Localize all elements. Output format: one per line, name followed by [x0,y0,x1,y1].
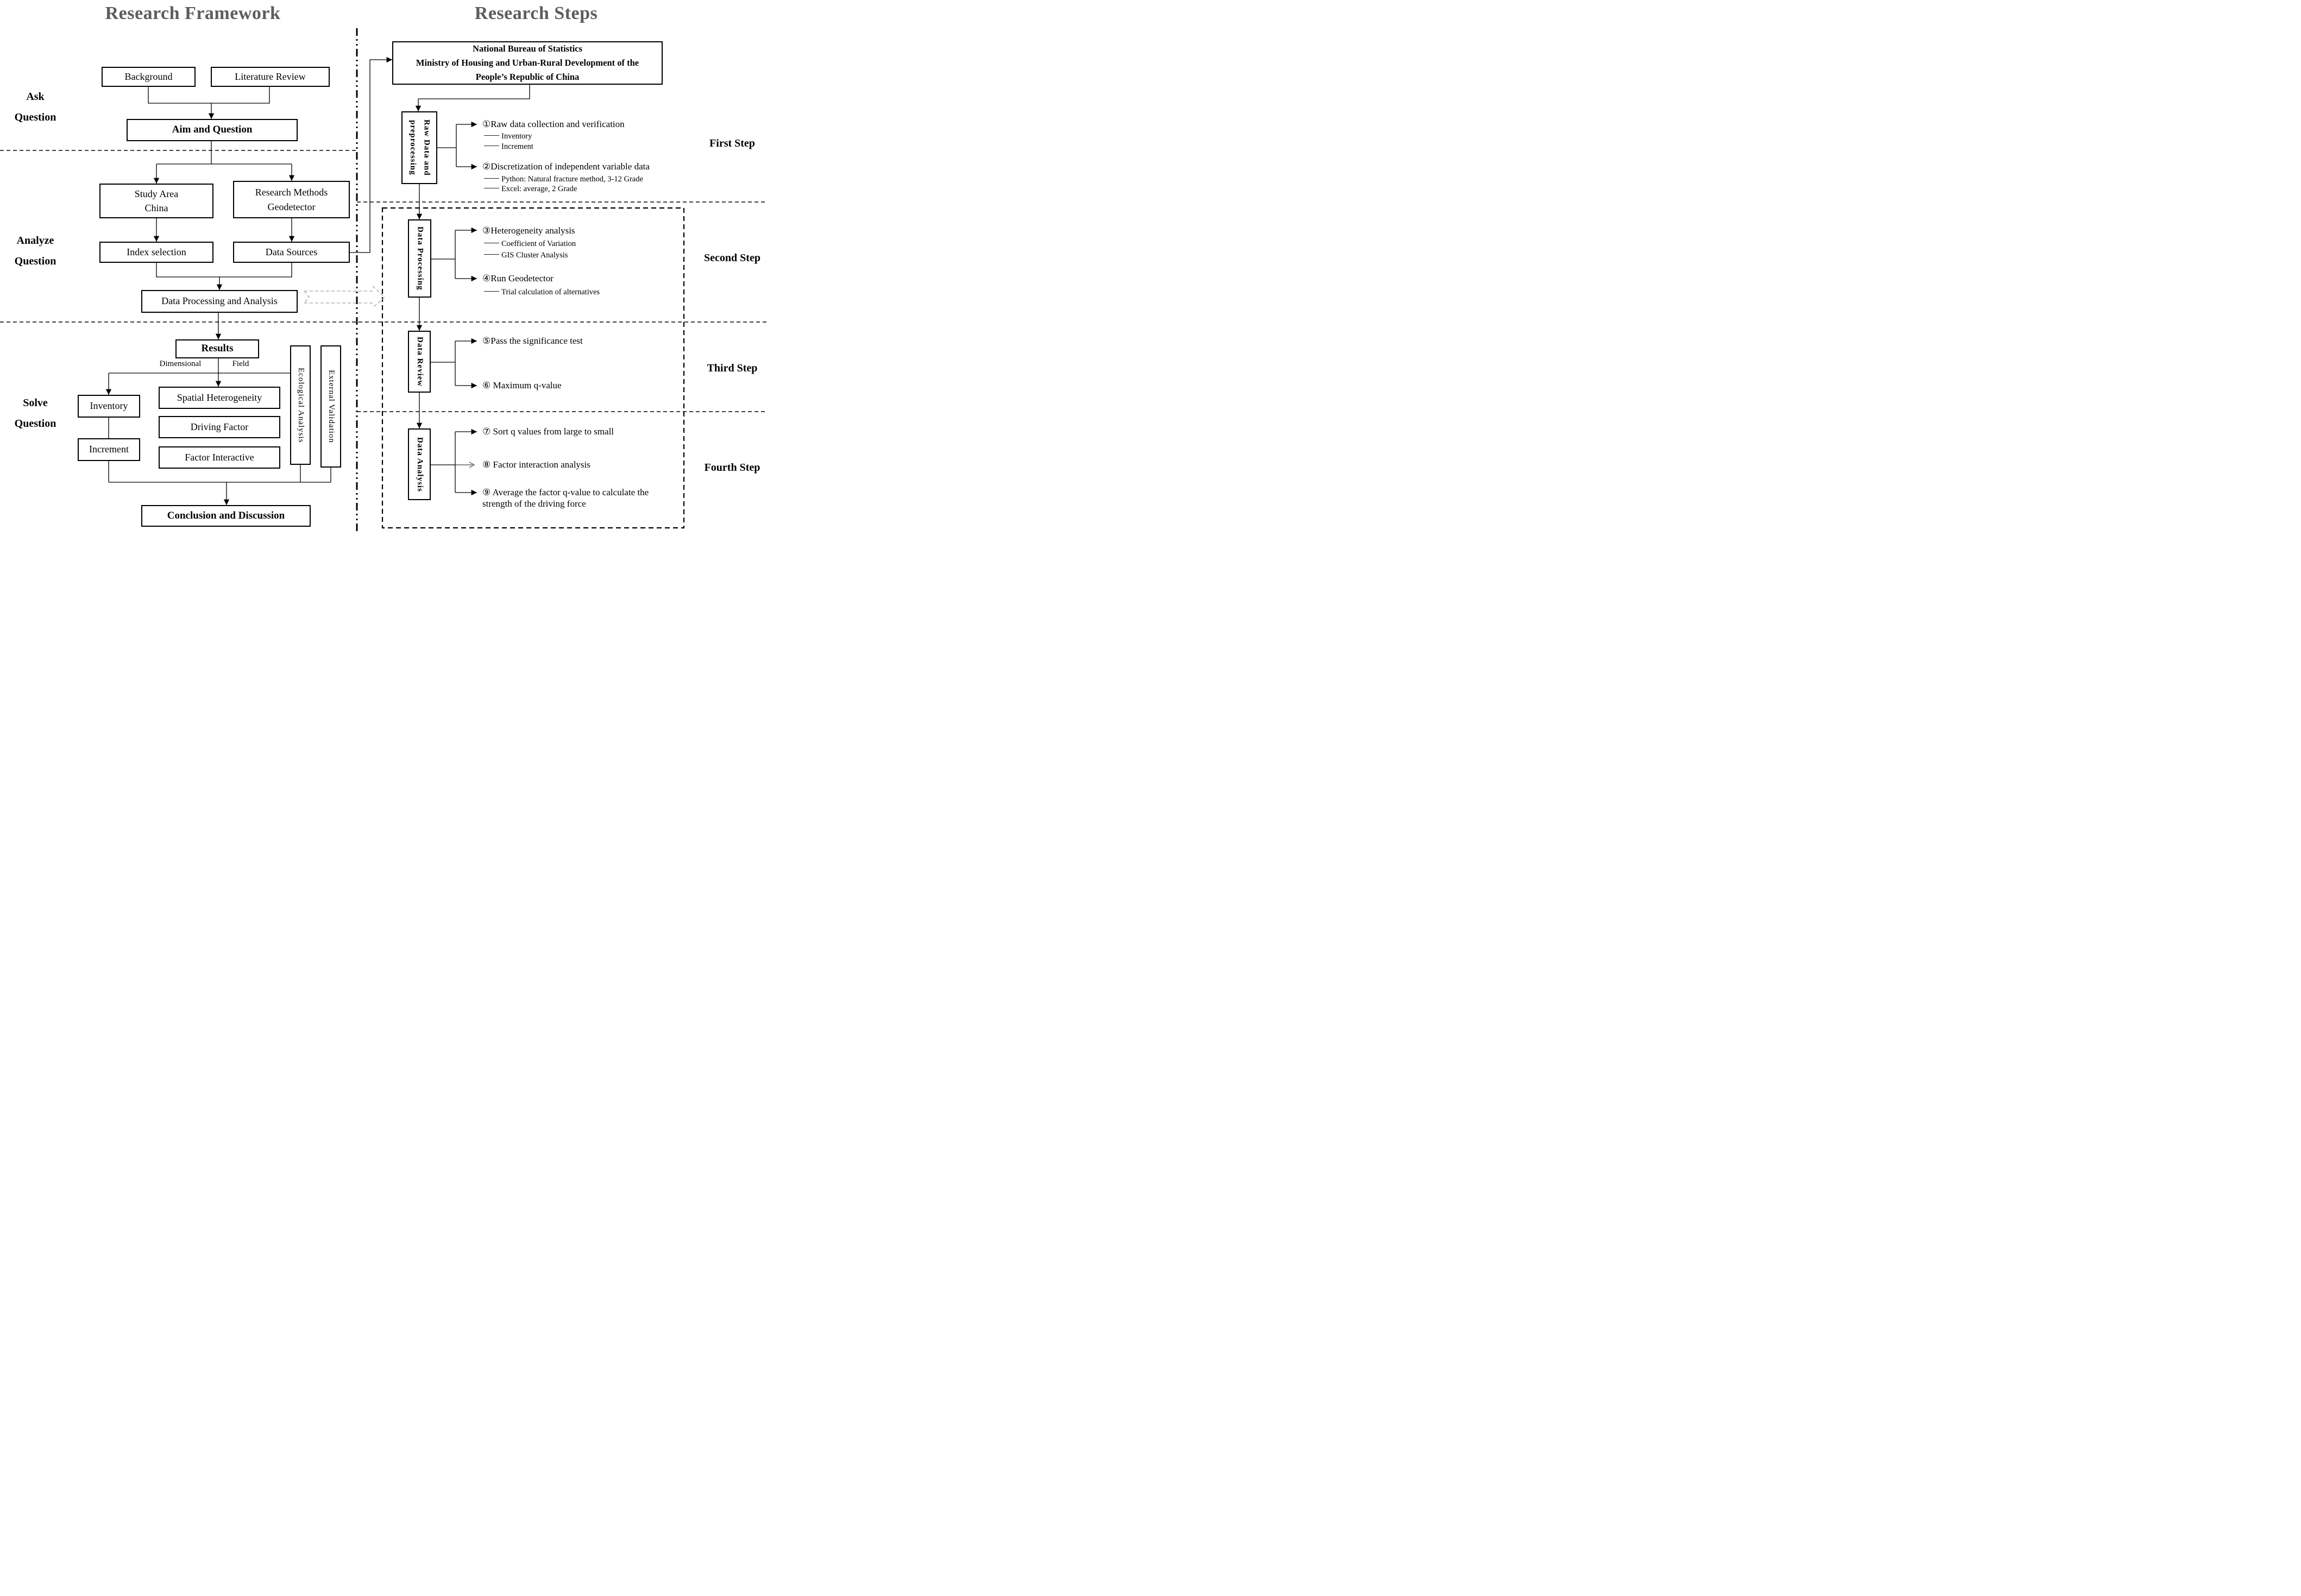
data-sources-to-source-box-connector [350,56,392,253]
phase-ask-line-2: Question [14,111,56,123]
box-data-processing-and-analysis: Data Processing and Analysis [141,290,298,313]
phase-label-solve-question: Solve Question [5,393,65,434]
phase-label-ask-question: Ask Question [5,86,65,128]
step-item-1-sub-0: Inventory [484,131,532,141]
phase-ask-line-1: Ask [26,91,45,103]
branch-label-field: Field [232,359,249,368]
box-factor-interactive: Factor Interactive [159,446,280,469]
phase-analyze-line-2: Question [14,255,56,267]
box-data-source-agencies: National Bureau of Statistics Ministry o… [392,41,663,85]
framework-title: Research Framework [105,3,281,23]
step-label-third: Third Step [707,362,758,374]
source-box-line-3: People’s Republic of China [475,72,580,83]
box-spatial-heterogeneity: Spatial Heterogeneity [159,387,280,409]
steps-title: Research Steps [474,3,598,23]
step-item-2-sub-1: Excel: average, 2 Grade [484,184,577,194]
source-box-line-1: National Bureau of Statistics [473,43,582,54]
step-item-9-line-2: strength of the driving force [482,499,586,509]
raw-data-line-1: Raw Data and [422,119,431,176]
phase-solve-line-2: Question [14,418,56,430]
box-increment: Increment [78,438,140,461]
box-study-area-line-1: Study Area [134,188,179,199]
box-data-review: Data Review [408,331,431,393]
box-ecological-analysis: Ecological Analysis [290,345,311,465]
box-data-analysis: Data Analysis [408,428,431,500]
step-item-6: ⑥ Maximum q-value [482,380,562,390]
open-chevron-arrow-item8 [455,462,475,468]
step-item-9: ⑨ Average the factor q-value to calculat… [482,487,649,509]
box-external-validation: External Validation [320,345,341,468]
box-data-processing: Data Processing [408,219,431,298]
box-driving-factor: Driving Factor [159,416,280,438]
step-item-2-sub-0: Python: Natural fracture method, 3-12 Gr… [484,174,643,184]
branch-label-dimensional: Dimensional [159,359,202,368]
source-box-line-2: Ministry of Housing and Urban-Rural Deve… [416,57,639,68]
step-item-3-sub-1: GIS Cluster Analysis [484,250,568,260]
box-index-selection: Index selection [99,242,213,263]
step-label-first: First Step [709,137,755,149]
box-study-area-line-2: China [144,203,168,213]
step-item-5: ⑤Pass the significance test [482,336,583,346]
ghost-arrow [304,286,386,308]
box-raw-data-preprocessing: Raw Data and preprocessing [401,111,437,184]
phase-label-analyze-question: Analyze Question [5,230,65,272]
steps-connectors [415,85,530,496]
box-research-methods-line-1: Research Methods [255,187,328,198]
step-item-9-line-1: ⑨ Average the factor q-value to calculat… [482,487,649,497]
step-item-8: ⑧ Factor interaction analysis [482,459,590,470]
box-aim-and-question: Aim and Question [127,119,298,141]
step-item-1: ①Raw data collection and verification [482,119,625,129]
step-item-2: ②Discretization of independent variable … [482,161,650,172]
step-item-4-sub-0: Trial calculation of alternatives [484,287,600,297]
steps-dashed-frame [381,207,685,529]
step-item-7: ⑦ Sort q values from large to small [482,426,614,437]
box-research-methods: Research Methods Geodetector [233,181,350,218]
phase-analyze-line-1: Analyze [16,235,54,247]
research-flow-diagram: Research Framework Research Steps Ask Qu… [0,0,767,532]
phase-solve-line-1: Solve [23,397,48,409]
step-item-3-sub-0: Coefficient of Variation [484,239,576,249]
box-data-sources: Data Sources [233,242,350,263]
box-inventory: Inventory [78,395,140,418]
box-results: Results [175,339,259,358]
framework-connectors [105,87,331,505]
box-conclusion-and-discussion: Conclusion and Discussion [141,505,311,527]
step-item-1-sub-1: Increment [484,142,533,152]
box-literature-review: Literature Review [211,67,330,87]
box-research-methods-line-2: Geodetector [267,201,316,212]
step-item-4: ④Run Geodetector [482,273,554,283]
raw-data-line-2: preprocessing [408,120,417,175]
step-label-second: Second Step [704,252,760,264]
box-study-area: Study Area China [99,184,213,218]
step-label-fourth: Fourth Step [704,462,760,474]
connector-layer [0,28,767,532]
step-item-3: ③Heterogeneity analysis [482,225,575,236]
box-background: Background [102,67,196,87]
